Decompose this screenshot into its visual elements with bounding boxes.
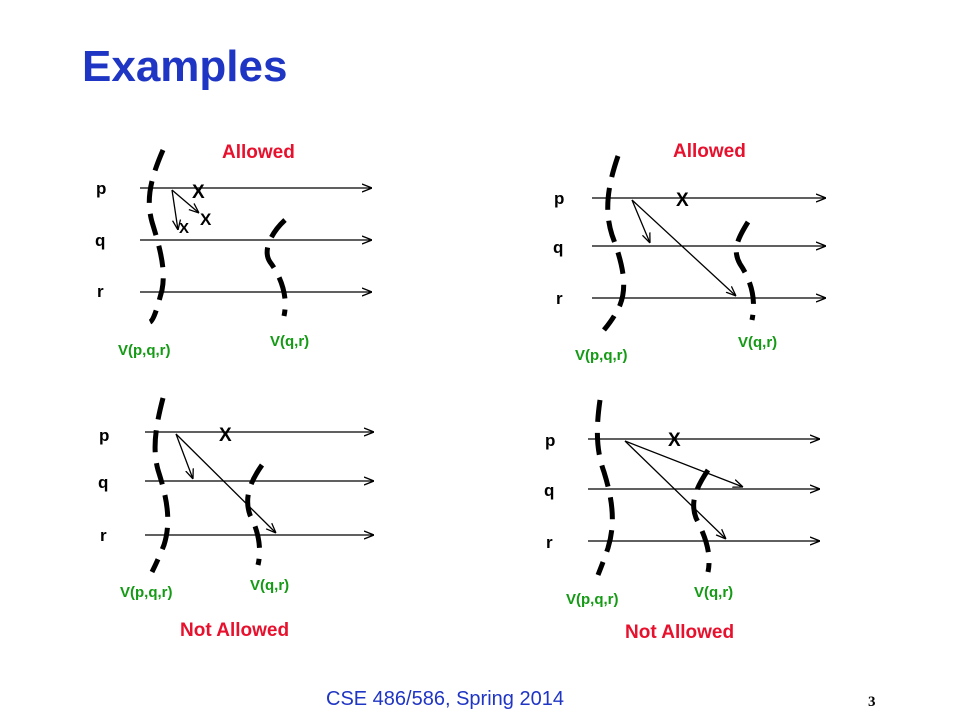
send-event-mark: X <box>200 210 212 229</box>
send-event-mark: X <box>219 425 232 446</box>
cut-line-qr <box>245 463 265 566</box>
cut-label-qr: V(q,r) <box>250 577 289 594</box>
process-label-r: r <box>100 526 107 545</box>
message-arrow <box>171 189 199 213</box>
cut-line-qr <box>691 468 712 573</box>
panel-bottom-right: p q r X V(p,q,r) V(q,r) Not Allowed <box>544 399 820 643</box>
message-arrow <box>171 189 178 230</box>
cut-label-pqr: V(p,q,r) <box>575 347 628 364</box>
process-label-r: r <box>97 282 104 301</box>
verdict-label: Not Allowed <box>625 622 734 643</box>
process-label-r: r <box>556 289 563 308</box>
process-label-p: p <box>545 431 555 450</box>
send-event-mark: X <box>179 220 189 237</box>
page-number: 3 <box>868 694 876 710</box>
cut-line-qr <box>733 220 756 321</box>
process-label-q: q <box>95 231 105 250</box>
verdict-label: Allowed <box>222 142 295 163</box>
verdict-label: Allowed <box>673 141 746 162</box>
cut-label-pqr: V(p,q,r) <box>566 591 619 608</box>
cut-label-pqr: V(p,q,r) <box>118 342 171 359</box>
process-label-q: q <box>544 481 554 500</box>
panel-top-left: Allowed p q r X X X V(p,q,r) V(q,r) <box>95 142 372 359</box>
process-label-q: q <box>98 473 108 492</box>
slide-footer: CSE 486/586, Spring 2014 <box>326 688 564 710</box>
cut-line-pqr <box>594 399 615 576</box>
process-label-p: p <box>554 189 564 208</box>
process-label-r: r <box>546 533 553 552</box>
send-event-mark: X <box>192 182 205 203</box>
message-arrow <box>631 199 650 243</box>
cut-label-qr: V(q,r) <box>738 334 777 351</box>
message-arrow <box>175 433 276 533</box>
message-arrow <box>631 199 736 296</box>
cut-line-qr <box>264 218 288 317</box>
message-arrow <box>624 440 726 539</box>
cut-label-qr: V(q,r) <box>270 333 309 350</box>
verdict-label: Not Allowed <box>180 620 289 641</box>
cut-line-pqr <box>146 149 166 325</box>
cut-label-pqr: V(p,q,r) <box>120 584 173 601</box>
process-label-p: p <box>96 179 106 198</box>
process-label-p: p <box>99 426 109 445</box>
cut-label-qr: V(q,r) <box>694 584 733 601</box>
send-event-mark: X <box>676 190 689 211</box>
panel-bottom-left: p q r X V(p,q,r) V(q,r) Not Allowed <box>98 397 374 641</box>
slide-title: Examples <box>82 42 288 91</box>
panel-top-right: Allowed p q r X V(p,q,r) V(q,r) <box>553 141 826 364</box>
message-arrow <box>175 433 193 479</box>
cut-line-pqr <box>602 155 627 332</box>
send-event-mark: X <box>668 430 681 451</box>
process-label-q: q <box>553 238 563 257</box>
message-arrow <box>624 440 743 487</box>
cut-line-pqr <box>149 397 171 574</box>
